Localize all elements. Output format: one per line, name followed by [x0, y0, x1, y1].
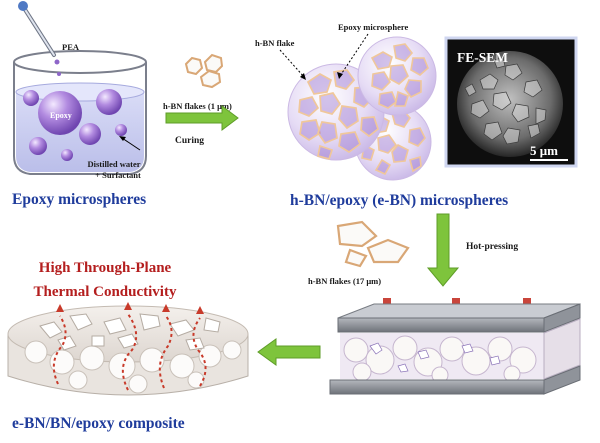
epoxy-droplet — [23, 90, 39, 106]
epoxy-droplet — [96, 89, 122, 115]
distilled-water-label: Distilled water — [87, 159, 140, 169]
curing-label: Curing — [175, 136, 204, 146]
epoxy-microspheres-label: Epoxy microspheres — [12, 191, 146, 208]
pipette-icon — [18, 1, 61, 76]
curing-arrow — [165, 105, 239, 131]
hot-pressing-arrow — [426, 213, 460, 287]
pea-label: PEA — [62, 42, 80, 52]
heat-paths — [52, 313, 207, 391]
high-tp-line2: Thermal Conductivity — [34, 284, 177, 300]
ebn-microspheres-label: h-BN/epoxy (e-BN) microspheres — [290, 192, 508, 209]
epoxy-droplet — [38, 91, 82, 135]
compressed-spheres — [340, 333, 544, 384]
sem-image: FE-SEM 5 μm — [444, 36, 578, 168]
beaker: Epoxy Distilled water + Surfactant — [13, 50, 147, 180]
hbn-flakes-small-icon — [184, 53, 224, 89]
composite-disc — [7, 302, 249, 396]
fe-sem-label: FE-SEM — [457, 50, 508, 65]
epoxy-label: Epoxy — [50, 111, 72, 120]
high-tp-line1: High Through-Plane — [39, 260, 172, 276]
epoxy-droplet — [115, 124, 127, 136]
ebn-microsphere-cluster — [287, 36, 437, 181]
epoxy-microsphere-label: Epoxy microsphere — [338, 22, 409, 32]
hot-press — [329, 298, 581, 395]
hot-pressing-label: Hot-pressing — [466, 242, 518, 252]
epoxy-droplet — [79, 123, 101, 145]
scale-bar-label: 5 μm — [530, 143, 558, 158]
surfactant-label: + Surfactant — [95, 170, 141, 180]
hbn-flakes-large-icon — [336, 220, 410, 268]
epoxy-droplet — [29, 137, 47, 155]
ebn-microsphere — [357, 36, 437, 116]
hbn-flakes-small-label: h-BN flakes (1 μm) — [163, 101, 232, 111]
result-arrow — [257, 338, 321, 366]
hbn-flake-label: h-BN flake — [255, 38, 295, 48]
composite-label: e-BN/BN/epoxy composite — [12, 415, 185, 432]
hbn-flakes-large-label: h-BN flakes (17 μm) — [308, 276, 381, 286]
epoxy-droplet — [61, 149, 73, 161]
